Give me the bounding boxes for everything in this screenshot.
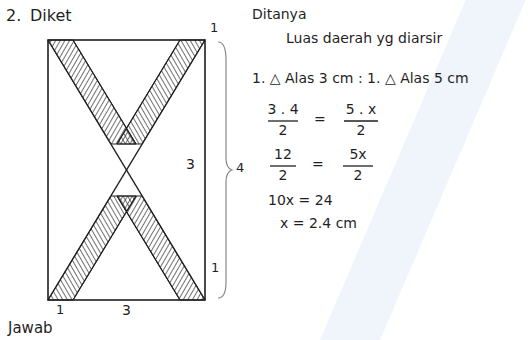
- fraction-bar: [344, 120, 378, 121]
- question-number: 2.: [6, 6, 21, 25]
- equation-text: 10x = 24: [268, 192, 333, 209]
- dimension: 3: [186, 156, 195, 173]
- fraction-bar: [270, 165, 296, 166]
- rectangle: [48, 40, 205, 300]
- equation-text: x = 2.4 cm: [280, 215, 357, 232]
- diagonal: [48, 40, 205, 300]
- dimension: 3: [122, 302, 131, 319]
- dimension: 4: [236, 160, 244, 176]
- equation-text: 1. △ Alas 3 cm : 1. △ Alas 5 cm: [252, 70, 469, 87]
- numerator: 3 . 4: [263, 101, 303, 118]
- dimension: 1: [210, 20, 218, 36]
- band-line: [73, 196, 136, 300]
- denominator: 2: [263, 167, 303, 184]
- note: Luas daerah yg diarsir: [286, 30, 442, 47]
- hatched-band: [48, 40, 136, 144]
- numerator: 12: [263, 146, 303, 163]
- equation-text: =: [314, 111, 326, 128]
- heading: Diket: [30, 6, 72, 25]
- hatched-band: [117, 196, 205, 300]
- dimension: 1: [211, 260, 219, 276]
- fraction-bar: [268, 120, 298, 121]
- numerator: 5 . x: [341, 101, 381, 118]
- hatched-band: [48, 196, 136, 300]
- denominator: 2: [263, 122, 303, 139]
- fraction-bar: [343, 165, 373, 166]
- diagonal: [48, 40, 205, 300]
- heading: Ditanya: [252, 6, 306, 23]
- equation-text: =: [312, 156, 324, 173]
- denominator: 2: [338, 167, 378, 184]
- bracket: [218, 42, 232, 298]
- dimension: 1: [56, 302, 64, 318]
- heading: Jawab: [8, 319, 53, 337]
- numerator: 5x: [338, 146, 378, 163]
- band-line: [117, 40, 180, 144]
- watermark-stroke: [320, 0, 529, 340]
- denominator: 2: [341, 122, 381, 139]
- hatched-band: [117, 40, 205, 144]
